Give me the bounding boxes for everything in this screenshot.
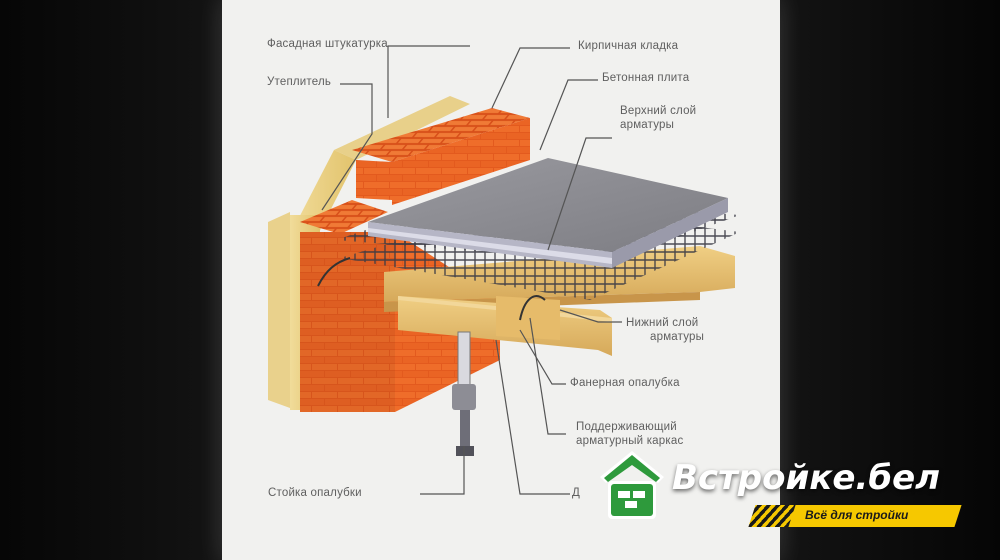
concrete-slab: [368, 158, 728, 268]
label-formwork-post: Стойка опалубки: [268, 487, 362, 499]
upper-brick-wall: [352, 108, 530, 205]
label-plywood-formwork: Фанерная опалубка: [570, 377, 680, 389]
label-upper-rebar-line1: Верхний слой: [620, 105, 697, 117]
label-brickwork: Кирпичная кладка: [578, 40, 679, 52]
label-partial: Д: [572, 487, 580, 499]
label-upper-rebar: Верхний слой арматуры: [620, 104, 696, 132]
label-lower-rebar-line1: Нижний слой: [626, 317, 699, 329]
brand-logo: [600, 451, 664, 519]
label-support-frame-line1: Поддерживающий: [576, 421, 677, 433]
label-support-frame: Поддерживающий арматурный каркас: [576, 420, 683, 448]
label-insulation: Утеплитель: [267, 76, 332, 88]
leader-lines: [321, 45, 622, 495]
lower-brick-wall: [300, 200, 500, 412]
label-upper-rebar-line2: арматуры: [620, 119, 675, 131]
label-lower-rebar: Нижний слой арматуры: [626, 316, 704, 344]
brand-tagline: Всё для стройки: [805, 508, 909, 522]
house-icon: [600, 451, 664, 519]
label-support-frame-line2: арматурный каркас: [576, 435, 684, 447]
label-lower-rebar-line2: арматуры: [650, 331, 705, 343]
label-concrete-slab: Бетонная плита: [602, 72, 690, 84]
tagline-stripes: [748, 505, 796, 527]
brand-name: Встройке.бел: [672, 458, 941, 498]
label-facade-plaster: Фасадная штукатурка: [267, 38, 388, 50]
formwork-post: [452, 331, 476, 456]
